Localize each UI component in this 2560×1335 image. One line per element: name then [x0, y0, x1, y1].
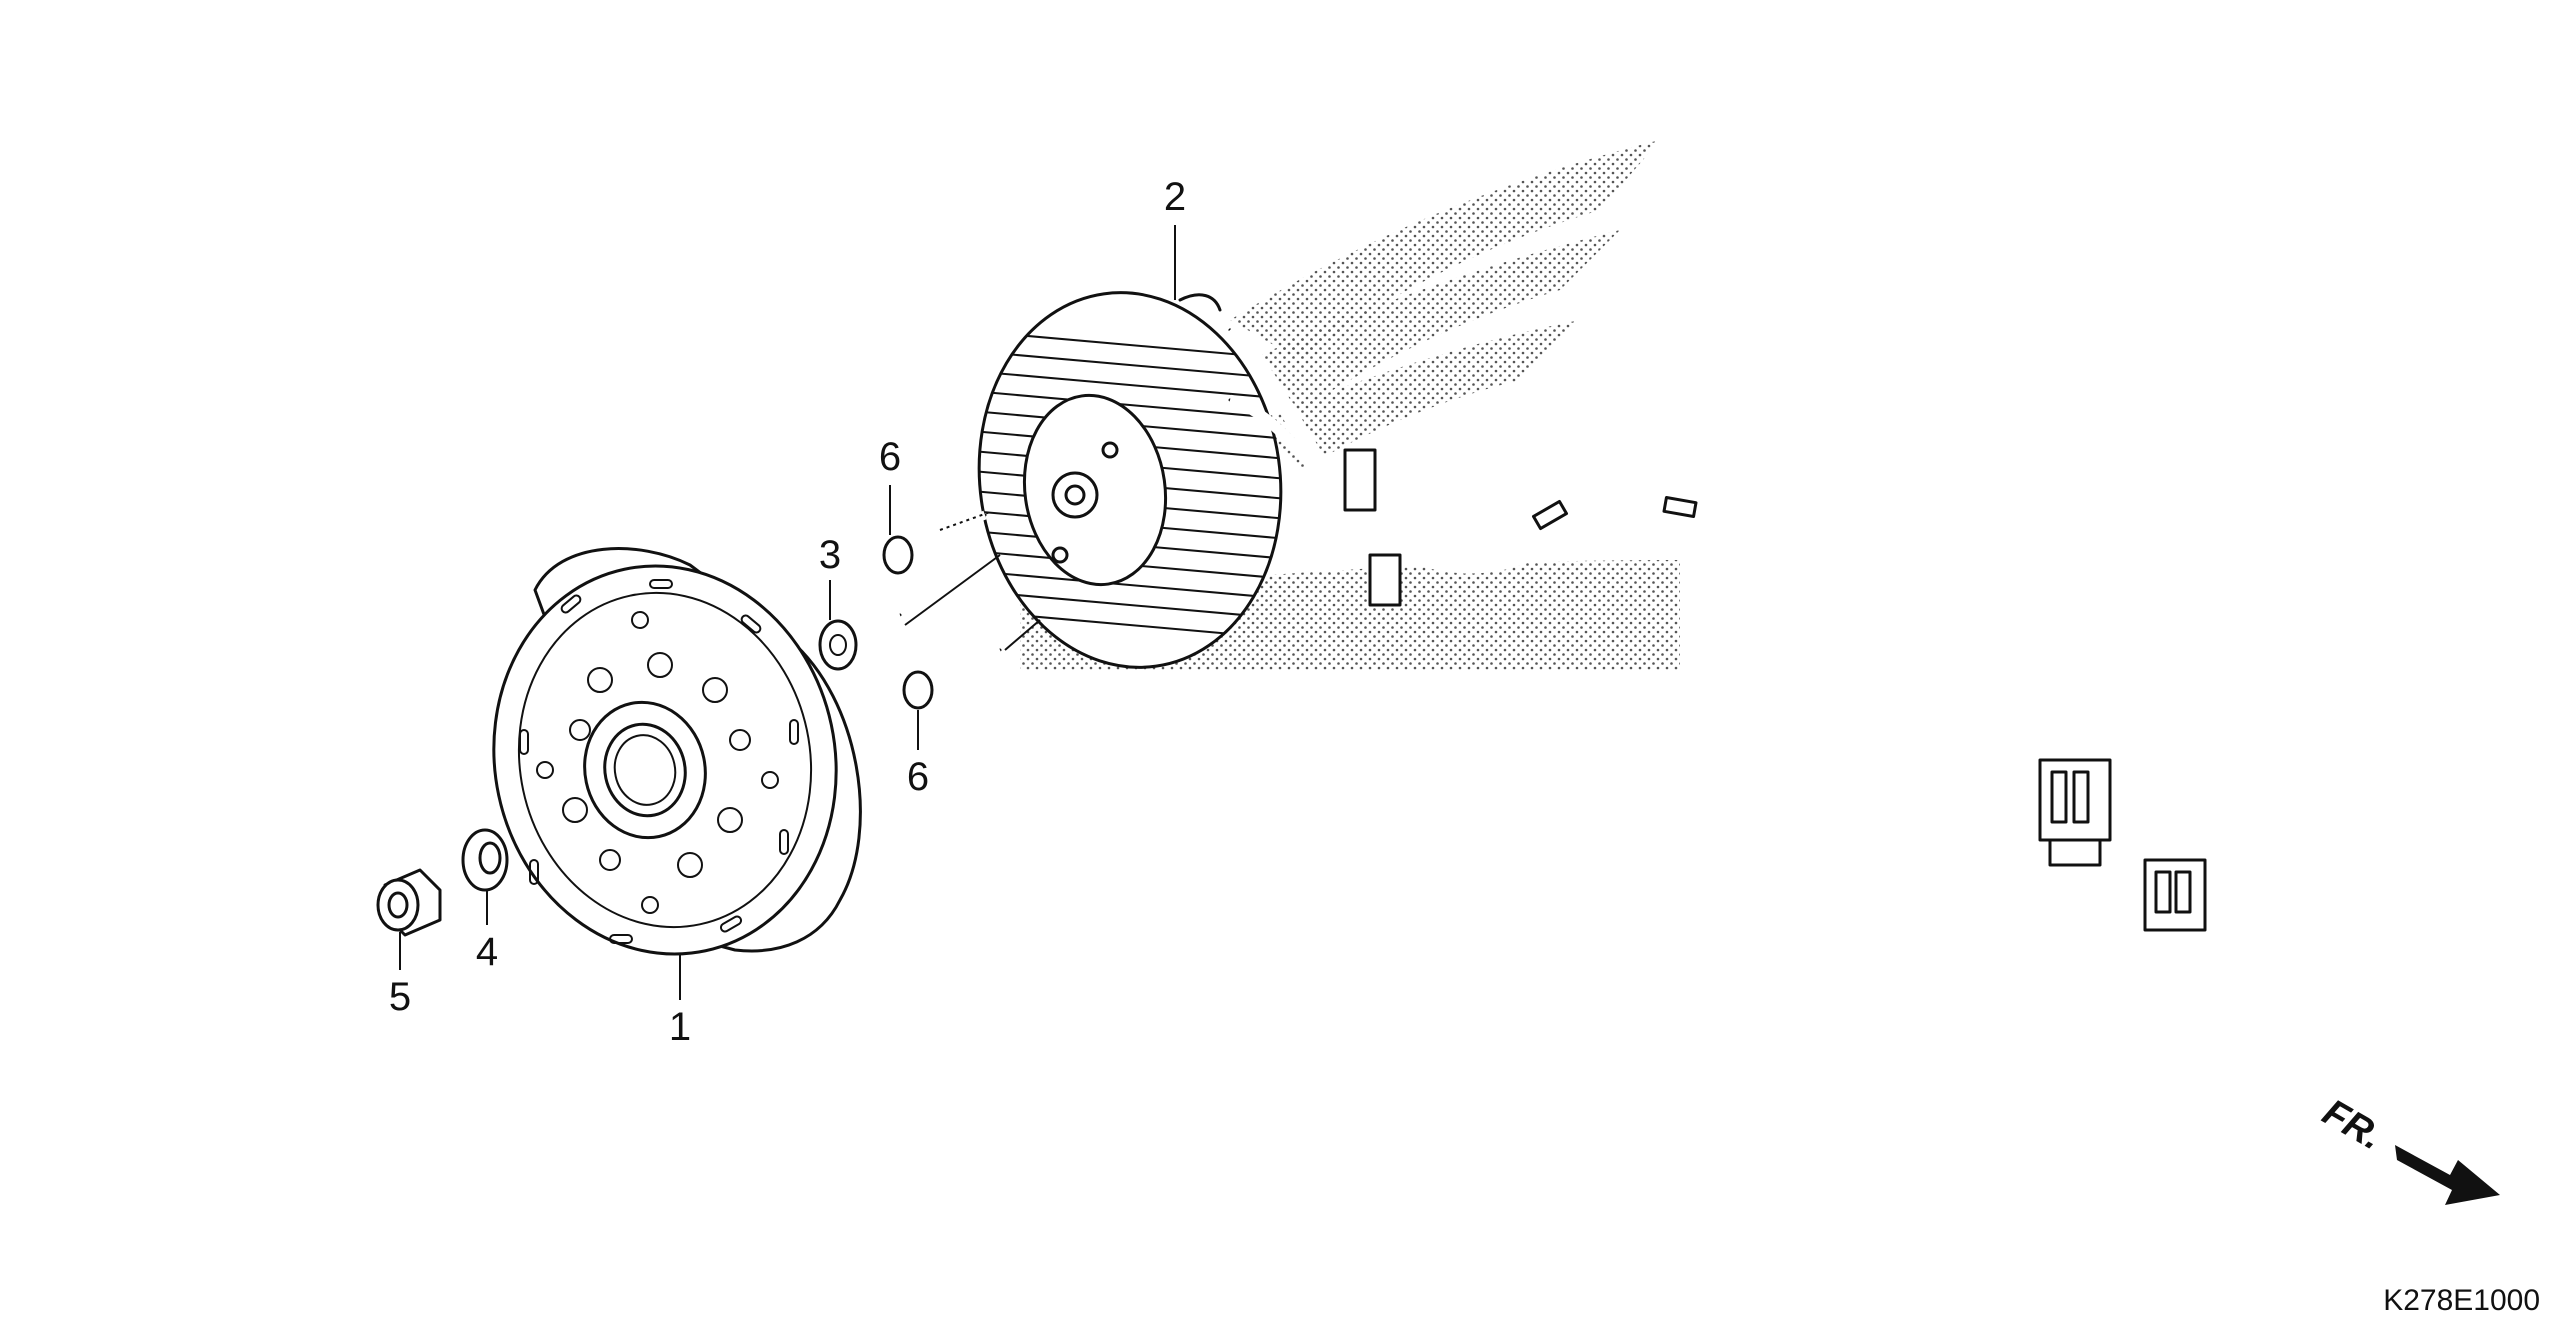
callout-3: 3	[819, 533, 841, 620]
flywheel	[492, 547, 862, 956]
flywheel-holes	[536, 611, 779, 914]
arrow-icon	[2395, 1145, 2500, 1205]
diagram-code: K278E1000	[2383, 1284, 2540, 1317]
svg-text:6: 6	[907, 755, 929, 799]
svg-text:1: 1	[669, 1005, 691, 1049]
callout-4: 4	[476, 890, 498, 974]
bolt-upper	[882, 510, 991, 575]
nut	[376, 868, 442, 937]
stator	[959, 291, 1301, 669]
flywheel-slots	[519, 579, 799, 944]
harness-connector	[2143, 858, 2207, 932]
svg-text:3: 3	[819, 533, 841, 577]
svg-text:FR.: FR.	[2316, 1091, 2390, 1158]
leader-lines	[904, 554, 1041, 651]
callout-6-lower: 6	[907, 710, 929, 799]
callout-5: 5	[389, 932, 411, 1019]
svg-text:6: 6	[879, 435, 901, 479]
washer	[461, 828, 509, 892]
svg-text:2: 2	[1164, 175, 1186, 219]
washer-bolt	[818, 612, 902, 671]
svg-text:4: 4	[476, 930, 498, 974]
svg-text:5: 5	[389, 975, 411, 1019]
lead-connector	[1368, 553, 1402, 607]
lead-connector	[1343, 448, 1377, 512]
callout-1: 1	[669, 955, 691, 1049]
callout-2: 2	[1164, 175, 1186, 300]
callout-6-upper: 6	[879, 435, 901, 535]
front-direction-marker: FR.	[2316, 1091, 2500, 1205]
harness-connector	[2038, 758, 2112, 867]
bolt-lower	[902, 645, 1002, 710]
wiring-harness	[1224, 324, 2207, 978]
